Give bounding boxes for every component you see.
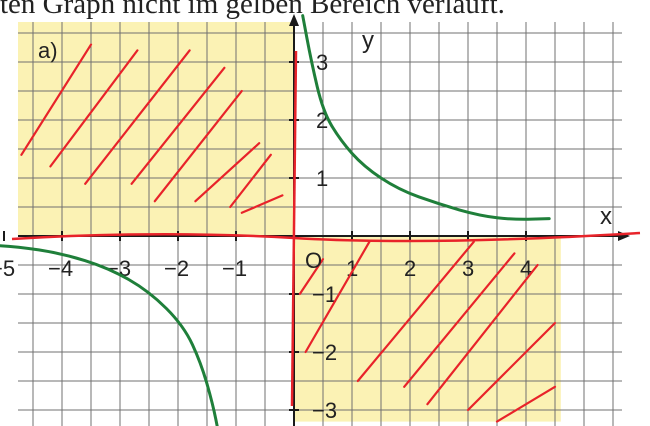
origin-label: O (305, 248, 322, 273)
yellow-region-lower-right (294, 236, 561, 422)
x-tick-label: 3 (462, 256, 474, 281)
hatch-stroke (229, 153, 272, 209)
y-tick-label: 3 (316, 50, 328, 75)
hatch-stroke (466, 321, 557, 412)
x-axis-label: x (600, 203, 612, 230)
hatch-stroke (298, 258, 325, 296)
hatch-stroke (240, 194, 284, 214)
x-tick-label: −5 (0, 256, 15, 281)
x-tick-label: −4 (48, 256, 73, 281)
x-tick-label: −2 (164, 256, 189, 281)
header-text: ten Graph nicht im gelben Bereich verläu… (0, 0, 505, 20)
y-axis-label: y (362, 27, 374, 54)
exercise-label: a) (38, 38, 58, 63)
hatch-stroke (426, 263, 539, 406)
hatch-stroke (49, 49, 139, 168)
hatch-stroke (304, 240, 371, 354)
hatch-stroke (356, 240, 475, 383)
red-hatching (11, 43, 641, 423)
hatch-stroke (84, 49, 191, 185)
red-y-axis-trace (290, 50, 298, 407)
hatch-stroke (495, 385, 557, 423)
x-tick-label: 4 (520, 256, 532, 281)
hatch-stroke (130, 66, 226, 185)
hatch-stroke (20, 43, 93, 156)
graph-curves (0, 14, 551, 426)
hatch-stroke (194, 142, 261, 203)
yellow-region-upper-left (18, 22, 294, 236)
y-tick-label: 1 (316, 166, 328, 191)
y-tick-label: −2 (312, 340, 337, 365)
axis-labels: a) y x O (38, 27, 612, 273)
hatch-stroke (153, 89, 243, 203)
x-tick-label: −1 (222, 256, 247, 281)
y-tick-label: −3 (312, 398, 337, 423)
graph-branch-left (0, 244, 219, 426)
hatch-stroke (403, 252, 516, 388)
yellow-regions (18, 22, 561, 422)
x-tick-label: 2 (404, 256, 416, 281)
y-axis-arrow-icon (289, 14, 299, 26)
graph-branch-right (301, 14, 551, 221)
